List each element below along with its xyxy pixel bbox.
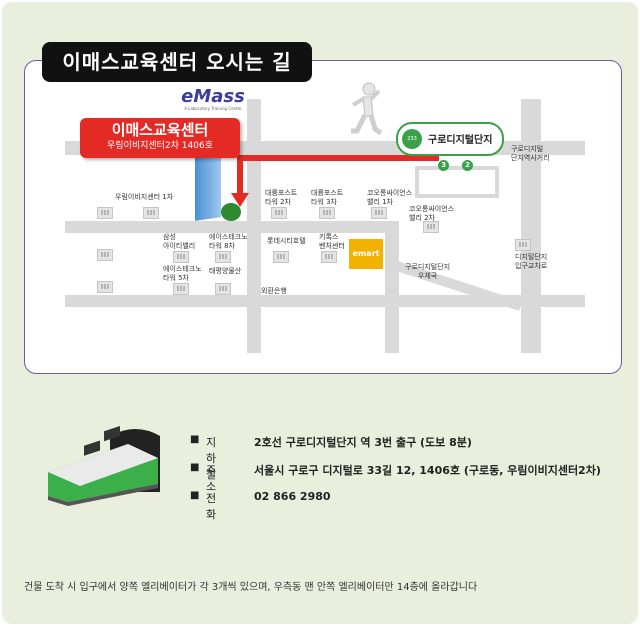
map-label: 키록스 벤처센터 [319, 233, 345, 250]
info-value: 02 866 2980 [254, 490, 331, 503]
building-icon [271, 207, 287, 219]
info-value: 서울시 구로구 디지털로 33길 12, 1406호 (구로동, 우림이비지센터… [254, 464, 601, 477]
exit-marker: 3 [438, 160, 449, 171]
station-name: 구로디지털단지 [428, 135, 493, 146]
map-label: 코오롱싸이언스 밸리 1차 [367, 189, 413, 206]
destination-address: 우림이비지센터2차 1406호 [106, 141, 213, 151]
road [415, 166, 499, 198]
map-label: 에이스테크노 타워 5차 [163, 265, 202, 282]
map-label: 우림이비지센터 1차 [115, 193, 174, 201]
building-icon [371, 207, 387, 219]
map: 우림이비지센터 1차 대륭포스트 타워 2차 대륭포스트 타워 3차 코오롱싸이… [24, 60, 622, 374]
building-icon [97, 281, 113, 293]
route-line [237, 155, 439, 161]
footer-note: 건물 도착 시 입구에서 양쪽 엘리베이터가 각 3개씩 있으며, 우측동 맨 … [24, 582, 478, 593]
map-label: 롯데시티호텔 [267, 237, 306, 245]
road [65, 221, 395, 233]
logo-tagline: A Laboratory Training Center [184, 106, 242, 111]
info-value: 2호선 구로디지털단지 역 3번 출구 (도보 8분) [254, 436, 472, 449]
building-icon [319, 207, 335, 219]
road [385, 221, 399, 353]
map-label: 외환은행 [261, 287, 287, 295]
map-label: 대륭포스트 타워 3차 [311, 189, 344, 206]
map-label: 디지털단지 입구교차로 [515, 253, 548, 270]
building-icon [97, 207, 113, 219]
map-label: 대륭포스트 타워 2차 [265, 189, 298, 206]
map-label: 삼성 아이티밸리 [163, 233, 196, 250]
road [247, 99, 261, 353]
map-label: 태평양물산 [209, 267, 242, 275]
building-icon [321, 251, 337, 263]
bullet-icon: ■ [190, 462, 200, 473]
building-icon [97, 249, 113, 261]
building-icon [215, 251, 231, 263]
road [65, 295, 585, 307]
exit-marker: 2 [462, 160, 473, 171]
building-icon [143, 207, 159, 219]
info-key: 지하철 [206, 436, 217, 481]
station-marker: 233 구로디지털단지 [396, 122, 504, 156]
map-label: 코오롱싸이언스 밸리 2차 [409, 205, 455, 222]
building-icon [273, 251, 289, 263]
logo-brand: eMass [181, 86, 245, 107]
road [521, 99, 541, 353]
route-line [237, 155, 243, 195]
building-icon [423, 221, 439, 233]
destination-label: 이매스교육센터 우림이비지센터2차 1406호 [80, 118, 240, 158]
map-label: 에이스테크노 타워 8차 [209, 233, 248, 250]
emart-logo: emart [349, 239, 383, 269]
map-label: 구로디지털 단지역사거리 [511, 145, 550, 162]
page-title: 이매스교육센터 오시는 길 [42, 42, 312, 82]
walking-person-icon [343, 81, 383, 141]
line2-badge-icon: 233 [402, 129, 422, 149]
building-icon [173, 251, 189, 263]
building-icon [515, 239, 531, 251]
bullet-icon: ■ [190, 434, 200, 445]
map-label: 구로디지털단지 우체국 [405, 263, 451, 280]
emass-logo: eMass A Laboratory Training Center [178, 86, 248, 112]
subway-train-icon [40, 422, 170, 508]
tree-icon [221, 203, 241, 221]
info-key: 주 소 [206, 464, 217, 493]
building-icon [173, 283, 189, 295]
info-key: 전화 [206, 492, 217, 521]
building-icon [195, 153, 221, 221]
building-icon [215, 283, 231, 295]
bullet-icon: ■ [190, 490, 200, 501]
destination-name: 이매스교육센터 [111, 121, 209, 139]
